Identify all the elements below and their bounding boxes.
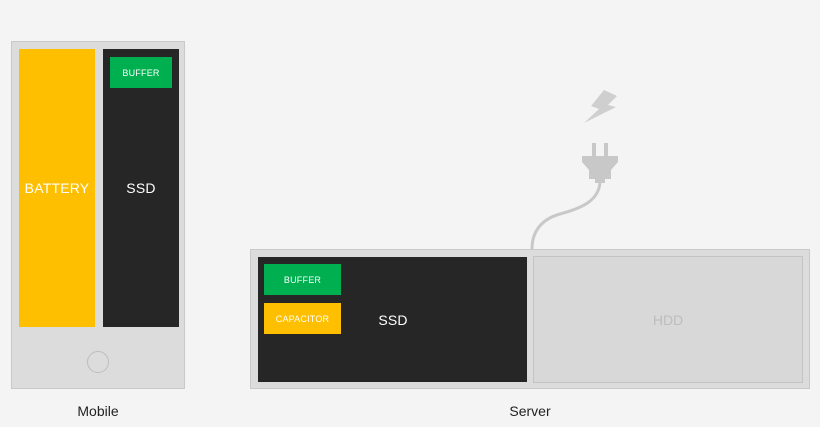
mobile-caption: Mobile — [77, 403, 119, 419]
lightning-bolt-icon — [584, 90, 617, 123]
power-plug-icon — [582, 143, 618, 183]
server-ssd-label-box: SSD — [378, 312, 408, 328]
power-connection — [530, 90, 618, 250]
server-capacitor: CAPACITOR — [264, 303, 341, 334]
mobile-buffer: BUFFER — [110, 57, 172, 88]
server-hdd-label: HDD — [652, 311, 684, 328]
mobile-ssd: SSD — [103, 49, 179, 327]
mobile-battery-label: BATTERY — [24, 180, 90, 196]
mobile-battery: BATTERY — [19, 49, 95, 327]
server-ssd-label: SSD — [378, 312, 408, 328]
mobile-buffer-label: BUFFER — [122, 67, 160, 78]
server-buffer-label: BUFFER — [283, 274, 322, 285]
server-capacitor-label: CAPACITOR — [275, 313, 330, 324]
power-cable — [530, 182, 602, 250]
server-buffer: BUFFER — [264, 264, 341, 295]
home-button-icon — [87, 351, 109, 373]
server-hdd: HDD — [533, 256, 803, 383]
mobile-ssd-label: SSD — [126, 180, 156, 196]
server-caption: Server — [509, 403, 551, 419]
